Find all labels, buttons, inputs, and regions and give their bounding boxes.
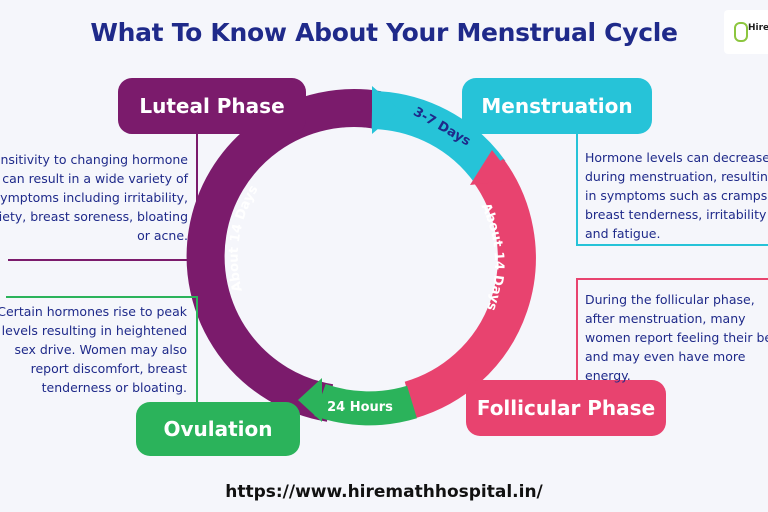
website-url: https://www.hiremathhospital.in/: [225, 482, 543, 502]
luteal-description: Sensitivity to changing hormone levels c…: [0, 152, 188, 243]
logo-text: Hirem: [748, 23, 768, 33]
follicular-box: [576, 278, 768, 382]
menstruation-label: Menstruation: [462, 78, 652, 134]
ovulation-label: Ovulation: [136, 402, 300, 456]
ovulation-description: Certain hormones rise to peak levels res…: [0, 304, 187, 395]
page-title: What To Know About Your Menstrual Cycle: [90, 18, 678, 47]
logo-icon: [734, 22, 748, 42]
ovulation-duration: 24 Hours: [327, 400, 393, 415]
luteal-arc: [186, 89, 382, 422]
luteal-phase-label: Luteal Phase: [118, 78, 306, 134]
menstruation-description: Hormone levels can decrease during menst…: [585, 150, 768, 241]
hospital-logo: Hirem: [724, 10, 768, 54]
ovulation-box: [6, 296, 198, 402]
ovulation-arrow: [298, 378, 322, 422]
follicular-arc: [404, 158, 536, 419]
menstruation-arrow: [372, 86, 400, 134]
follicular-arrow: [470, 150, 515, 185]
follicular-phase-label: Follicular Phase: [466, 380, 666, 436]
ovulation-arc: [314, 383, 417, 426]
menstruation-box: [576, 134, 768, 246]
follicular-description: During the follicular phase, after menst…: [585, 292, 768, 383]
luteal-box: [8, 134, 198, 261]
